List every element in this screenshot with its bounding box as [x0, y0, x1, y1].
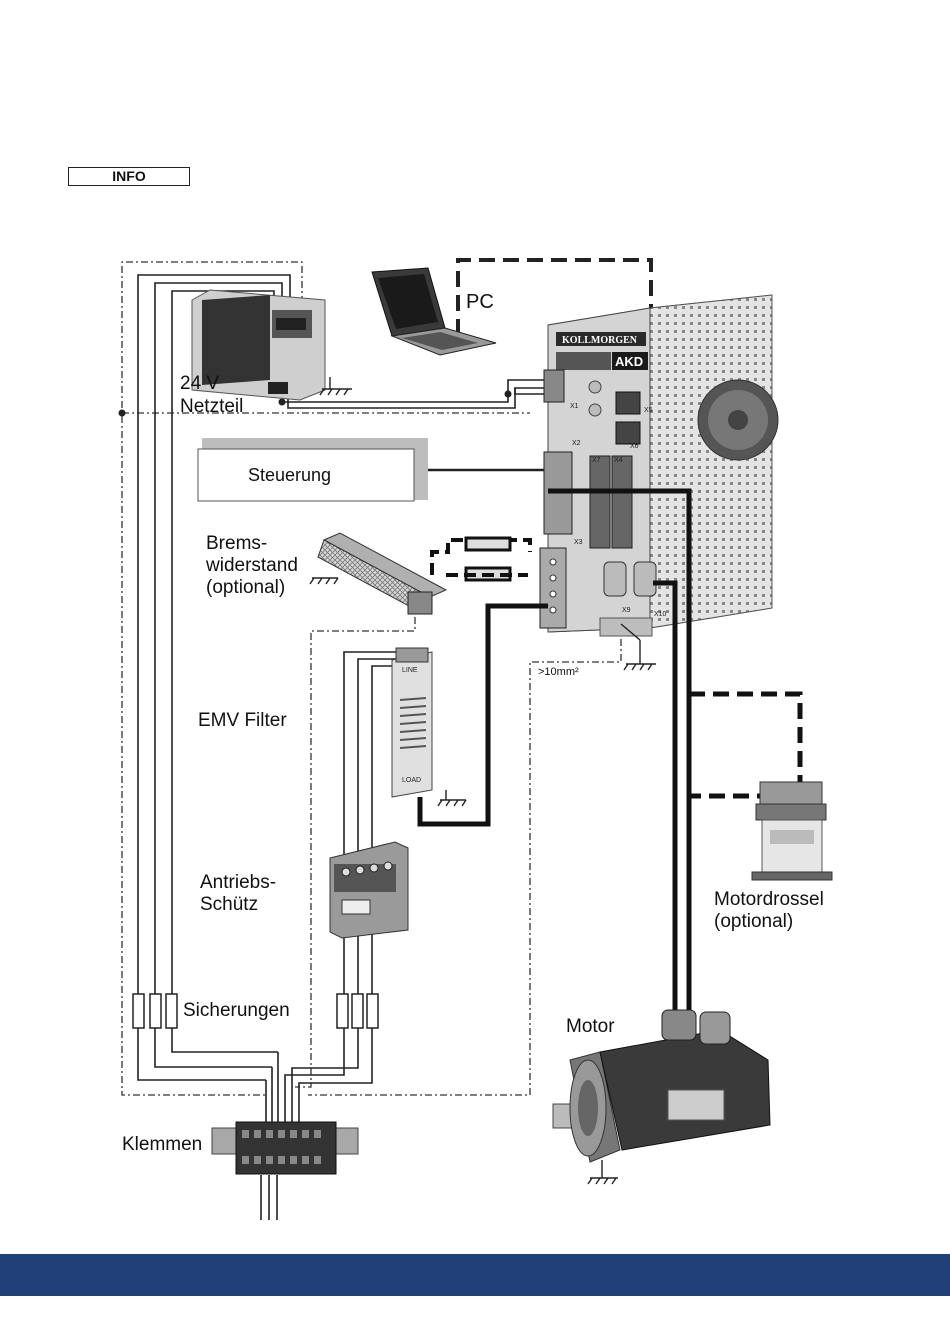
x7-mark: X7	[592, 457, 601, 464]
brake-label-line2: widerstand	[205, 555, 298, 576]
choke-label-line1: Motordrossel	[714, 889, 824, 910]
choke-label-line2: (optional)	[714, 911, 793, 932]
psu-label-line1: 24 V	[180, 373, 219, 394]
filter-load-mark: LOAD	[402, 777, 421, 784]
model-mark: AKD	[615, 354, 643, 369]
terminal-block	[212, 1122, 358, 1174]
x3-mark: X3	[574, 539, 583, 546]
contactor-label-line2: Schütz	[200, 894, 258, 915]
x10-mark: X10	[654, 611, 667, 618]
filter-line-mark: LINE	[402, 667, 418, 674]
x1-mark: X1	[570, 403, 579, 410]
psu-label-line2: Netzteil	[180, 396, 243, 417]
emc-filter-label: EMV Filter	[198, 710, 287, 731]
junction-dot	[119, 410, 126, 417]
choke-cable	[689, 694, 800, 796]
brand-mark: KOLLMORGEN	[562, 335, 638, 346]
pc-label: PC	[466, 291, 494, 313]
x4-mark: X4	[614, 457, 623, 464]
contactor-label-line1: Antriebs-	[200, 872, 276, 893]
x5-mark: X5	[644, 407, 653, 414]
motor-label: Motor	[566, 1016, 615, 1037]
fuses-label: Sicherungen	[183, 1000, 290, 1021]
x6-mark: X6	[630, 443, 639, 450]
control-label: Steuerung	[248, 465, 331, 485]
contactor	[330, 842, 408, 938]
brake-resistor	[318, 533, 446, 614]
ground-cable-label: >10mm²	[538, 666, 579, 678]
wiring-diagram: PC 24 V Netzteil Steuerung Brems- widers…	[0, 0, 950, 1250]
x2-mark: X2	[572, 440, 581, 447]
brake-label-line3: (optional)	[206, 577, 285, 598]
brake-label-line1: Brems-	[206, 533, 267, 554]
terminals-label: Klemmen	[122, 1134, 202, 1155]
footer-bar	[0, 1254, 950, 1296]
brake-links	[432, 538, 530, 580]
x9-mark: X9	[622, 607, 631, 614]
motor-choke	[752, 782, 832, 880]
